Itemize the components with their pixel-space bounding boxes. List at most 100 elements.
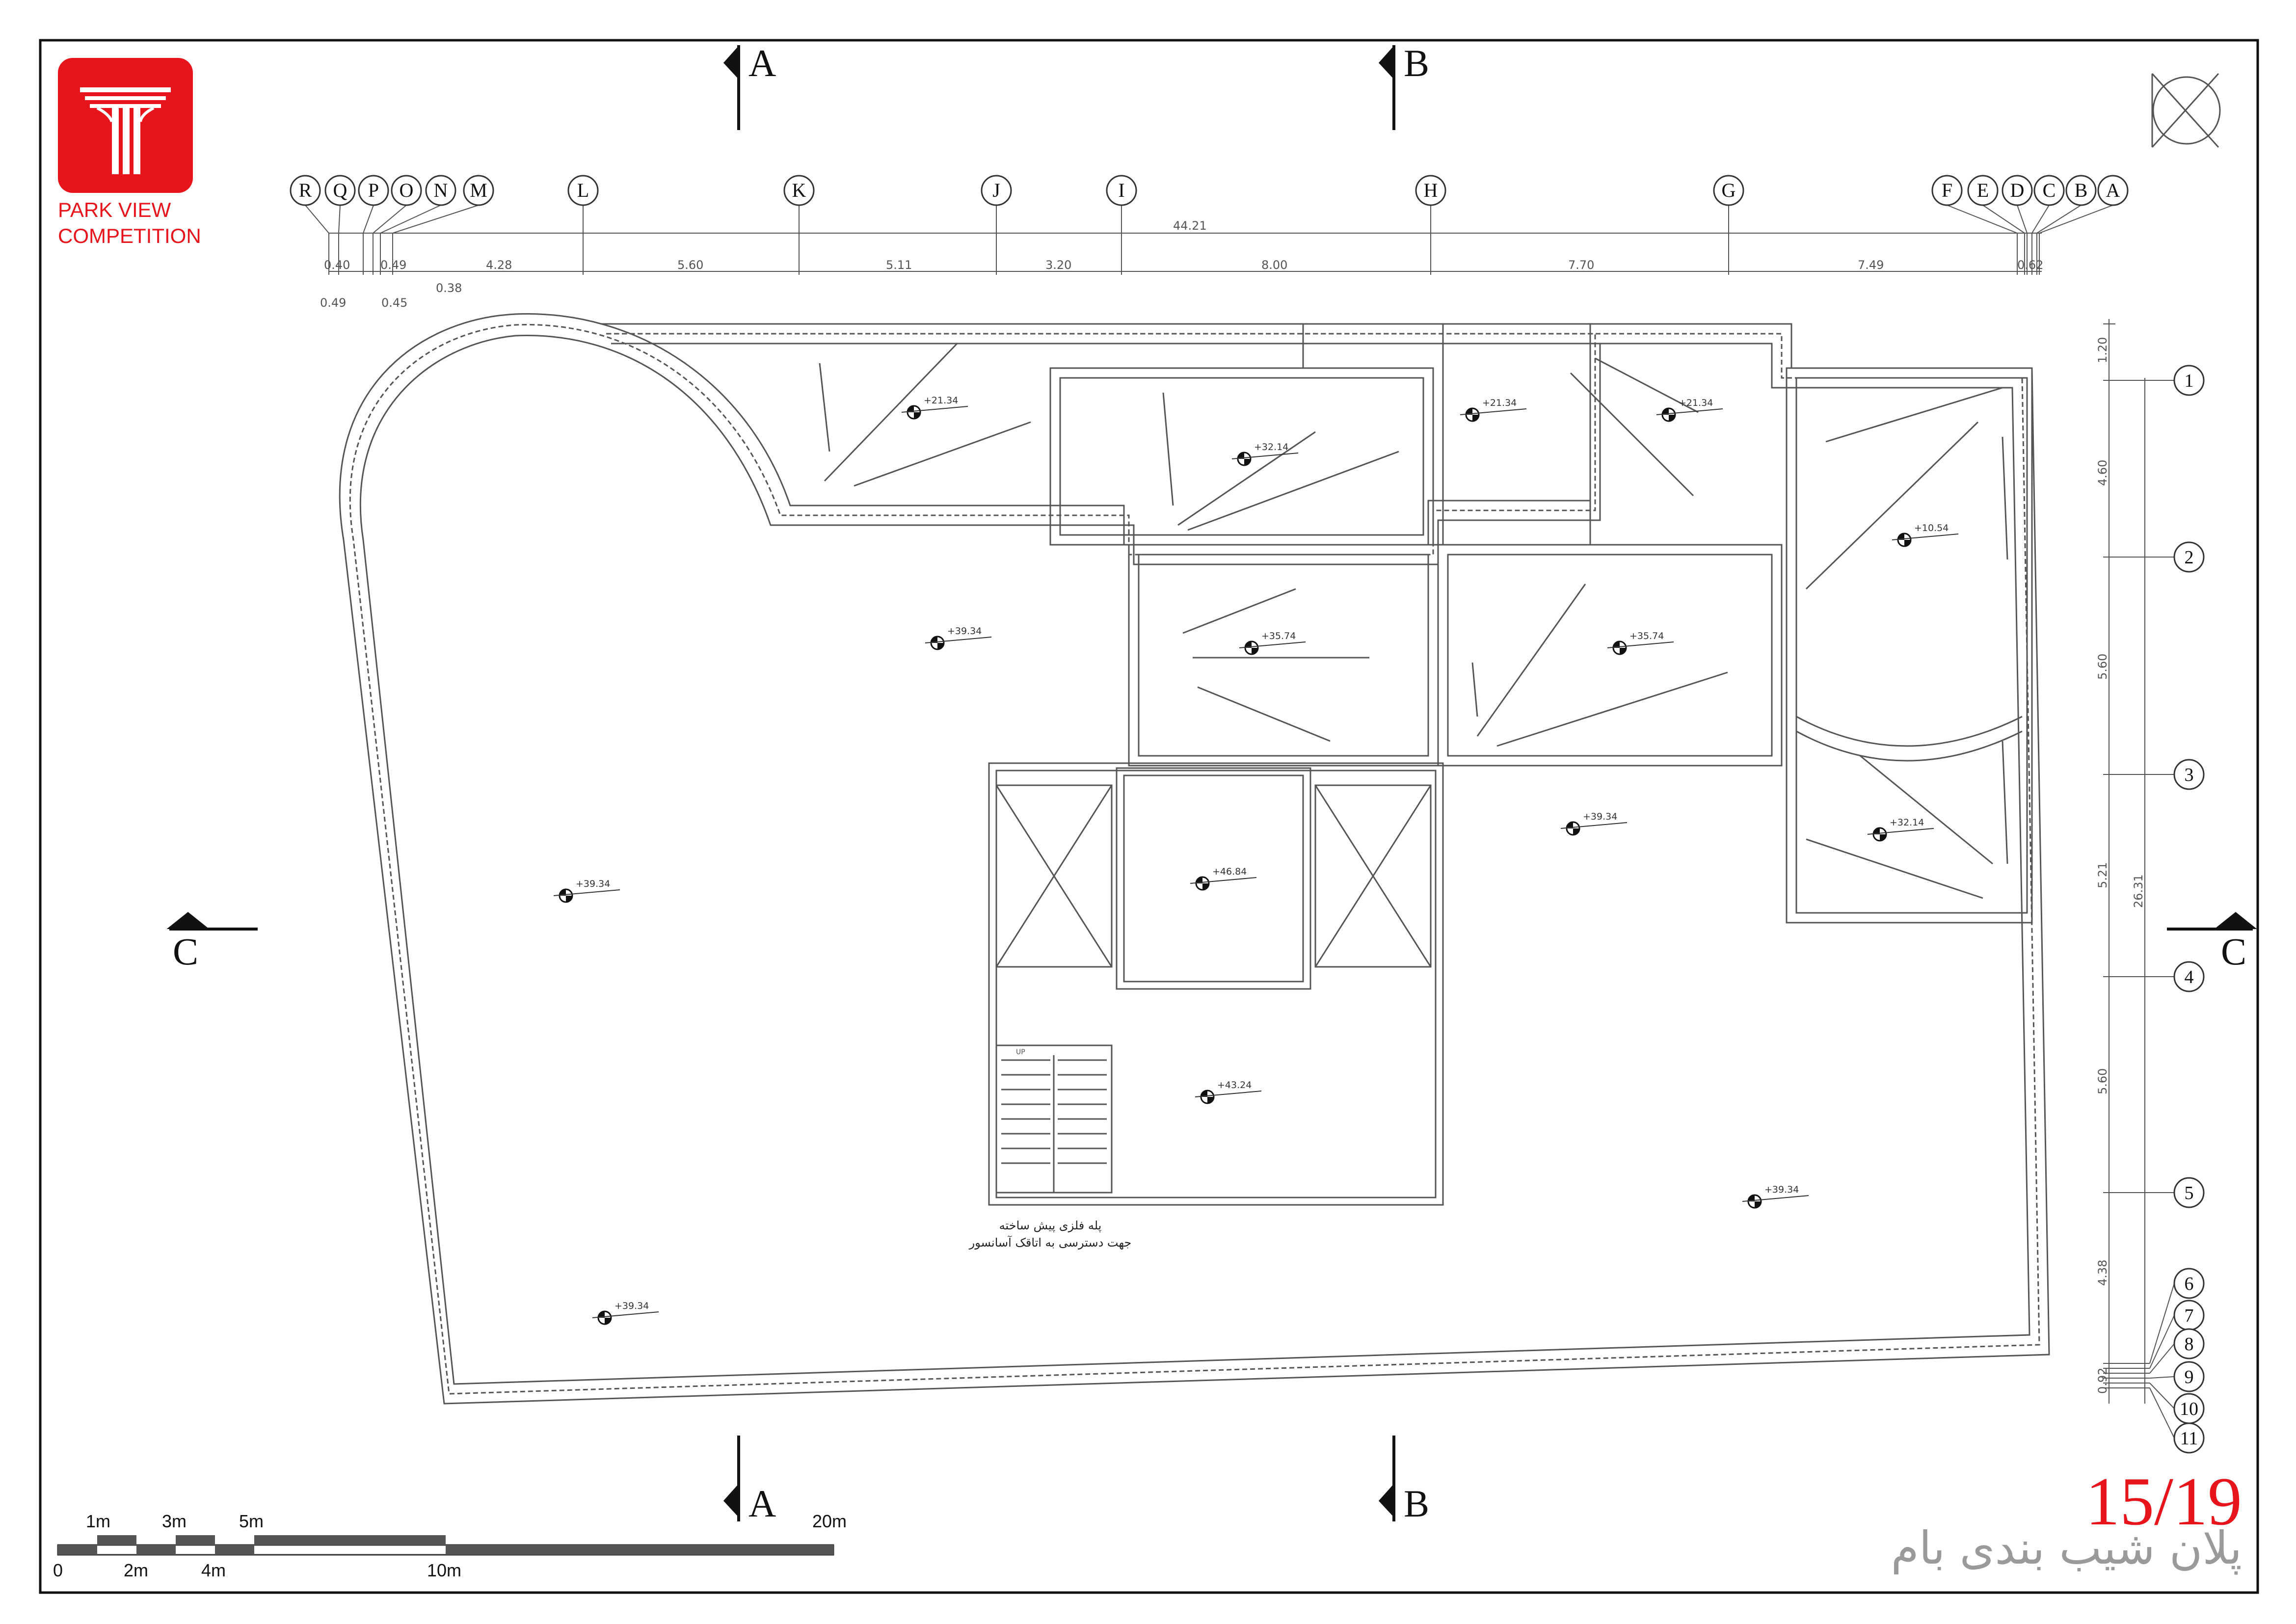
dim-side-seg-3: 5.21: [2096, 862, 2109, 888]
dim-seg-4: 5.60: [677, 258, 703, 272]
level-marker: +32.14: [1867, 817, 1934, 842]
level-value: +10.54: [1914, 523, 1949, 533]
north-arrow-icon: [2151, 73, 2221, 148]
row-axis-9: 9: [2103, 1361, 2205, 1392]
dim-side-top: 1.20: [2096, 337, 2109, 363]
level-value: +39.34: [947, 626, 982, 637]
dim-side-seg-2: 5.60: [2096, 654, 2109, 680]
dim-seg-3: 4.28: [486, 258, 512, 272]
level-marker: +39.34: [1742, 1184, 1809, 1209]
level-marker: +39.34: [925, 626, 992, 650]
column-axis-label: O: [400, 179, 414, 201]
level-marker: +39.34: [553, 879, 620, 903]
row-axis-10: 10: [2103, 1383, 2205, 1424]
row-axis-11: 11: [2103, 1387, 2205, 1454]
level-value: +32.14: [1254, 442, 1288, 453]
row-axis-6: 6: [2103, 1268, 2205, 1364]
level-marker: +39.34: [592, 1301, 659, 1325]
column-axis-o: O: [373, 175, 422, 275]
top-dimension-chain: [329, 233, 2042, 272]
scale-label-4m: 4m: [201, 1560, 226, 1580]
section-marker-a-bottom: A: [748, 1482, 776, 1525]
row-axis-5: 5: [2103, 1177, 2205, 1208]
row-axis-8: 8: [2103, 1328, 2205, 1374]
level-value: +43.24: [1217, 1080, 1252, 1091]
logo-title: PARK VIEW: [58, 198, 171, 221]
column-axis-label: C: [2043, 179, 2056, 201]
dim-seg-5: 5.11: [886, 258, 912, 272]
level-marker: +35.74: [1607, 631, 1674, 655]
column-axis-g: G: [1713, 175, 1744, 275]
level-marker: +21.34: [901, 395, 968, 420]
level-value: +32.14: [1890, 817, 1924, 828]
column-axis-label: P: [368, 179, 379, 201]
dim-side-seg-4: 5.60: [2096, 1068, 2109, 1094]
row-axis-label: 9: [2185, 1367, 2194, 1387]
level-value: +39.34: [1583, 811, 1617, 822]
level-value: +21.34: [1482, 398, 1517, 408]
scale-label-20m: 20m: [812, 1511, 847, 1531]
column-axis-c: C: [2031, 175, 2065, 275]
row-axis-label: 7: [2185, 1305, 2194, 1326]
section-marker-c-right: C: [2221, 930, 2246, 973]
dim-lower-1: 0.49: [320, 296, 346, 310]
column-axis-h: H: [1415, 175, 1446, 275]
level-value: +39.34: [614, 1301, 649, 1311]
dim-seg-2: 0.49: [380, 258, 406, 272]
column-axis-label: K: [792, 179, 806, 201]
dim-side-total: 26.31: [2132, 874, 2145, 908]
stair: [995, 1044, 1113, 1194]
building-outline: [339, 313, 2050, 1405]
level-marker: +43.24: [1195, 1080, 1262, 1104]
row-axis-1: 1: [2103, 365, 2205, 396]
dim-side-seg-1: 4.60: [2096, 460, 2109, 486]
column-axis-label: Q: [333, 179, 347, 201]
level-value: +39.34: [1764, 1184, 1799, 1195]
level-value: +46.84: [1212, 866, 1247, 877]
side-dimension-chain: [2109, 319, 2145, 1404]
column-axis-label: D: [2010, 179, 2025, 201]
column-axis-l: L: [567, 175, 599, 275]
level-value: +21.34: [1679, 398, 1713, 408]
dim-seg-10: 0.62: [2017, 258, 2043, 272]
scale-bar: [57, 1535, 834, 1556]
level-marker: +10.54: [1892, 523, 1959, 547]
dim-seg-9: 7.49: [1858, 258, 1884, 272]
column-axis-label: H: [1424, 179, 1438, 201]
column-axis-j: J: [981, 175, 1012, 275]
row-axis-label: 1: [2185, 371, 2194, 391]
sheet-border: [39, 39, 2259, 1594]
column-axis-d: D: [2002, 175, 2033, 275]
column-axis-r: R: [290, 175, 329, 275]
column-axis-label: G: [1722, 179, 1736, 201]
column-axis-n: N: [380, 175, 456, 275]
roof-zones: [988, 323, 2033, 1206]
row-axis-label: 2: [2185, 547, 2194, 568]
level-marker: +21.34: [1460, 398, 1527, 422]
column-axis-q: Q: [324, 175, 356, 275]
column-axis-label: I: [1118, 179, 1124, 201]
column-logo-icon: [80, 87, 171, 174]
scale-label-3m: 3m: [162, 1511, 187, 1531]
row-axis-label: 6: [2185, 1274, 2194, 1294]
dim-lower-2: 0.45: [381, 296, 407, 310]
scale-label-2m: 2m: [124, 1560, 148, 1580]
column-axis-label: F: [1942, 179, 1952, 201]
level-marker: +21.34: [1656, 398, 1723, 422]
logo-subtitle: COMPETITION: [58, 224, 201, 247]
scale-label-10m: 10m: [427, 1560, 461, 1580]
sheet-number: 15/19: [2085, 1464, 2242, 1540]
dim-lower-3: 0.38: [436, 281, 462, 295]
dim-side-seg-6: 0.92: [2096, 1368, 2109, 1394]
row-axis-2: 2: [2103, 541, 2205, 573]
slope-arrows: [819, 343, 2008, 899]
level-value: +39.34: [576, 879, 610, 889]
section-marker-b-bottom: B: [1404, 1482, 1429, 1525]
column-axis-label: L: [577, 179, 589, 201]
note-line-1: پله فلزی پیش ساخته: [999, 1219, 1102, 1232]
note-line-2: جهت دسترسی به اتاقک آسانسور: [969, 1235, 1132, 1250]
row-axis-label: 4: [2185, 967, 2194, 987]
row-axis-label: 5: [2185, 1183, 2194, 1203]
